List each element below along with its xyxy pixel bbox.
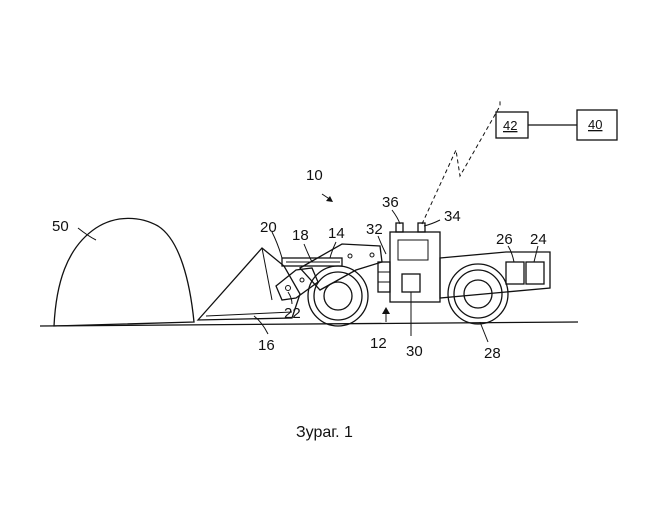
label-14: 14 <box>328 225 345 242</box>
figure-caption: Зураг. 1 <box>296 424 353 441</box>
boom <box>300 244 382 290</box>
label-32: 32 <box>366 221 383 238</box>
label-42: 42 <box>503 118 517 133</box>
label-20: 20 <box>260 219 277 236</box>
label-36: 36 <box>382 194 399 211</box>
label-22: 22 <box>284 305 301 322</box>
articulation-joint <box>378 262 390 292</box>
rear-chassis <box>440 252 550 298</box>
label-40: 40 <box>588 117 602 132</box>
label-34: 34 <box>444 208 461 225</box>
unit-24-box <box>526 262 544 284</box>
label-28: 28 <box>484 345 501 362</box>
control-box <box>402 274 420 292</box>
label-30: 30 <box>406 343 423 360</box>
pin <box>286 286 291 291</box>
label-10: 10 <box>306 167 323 184</box>
wireless-link <box>422 100 500 224</box>
unit-26-box <box>506 262 524 284</box>
label-24: 24 <box>530 231 547 248</box>
cab-window <box>398 240 428 260</box>
label-26: 26 <box>496 231 513 248</box>
arm <box>276 268 318 300</box>
antenna-34 <box>418 223 425 232</box>
label-50: 50 <box>52 218 69 235</box>
label-12: 12 <box>370 335 387 352</box>
material-pile <box>54 218 194 326</box>
label-18: 18 <box>292 227 309 244</box>
front-wheel <box>308 266 368 326</box>
antenna-36 <box>396 223 403 232</box>
label-16: 16 <box>258 337 275 354</box>
